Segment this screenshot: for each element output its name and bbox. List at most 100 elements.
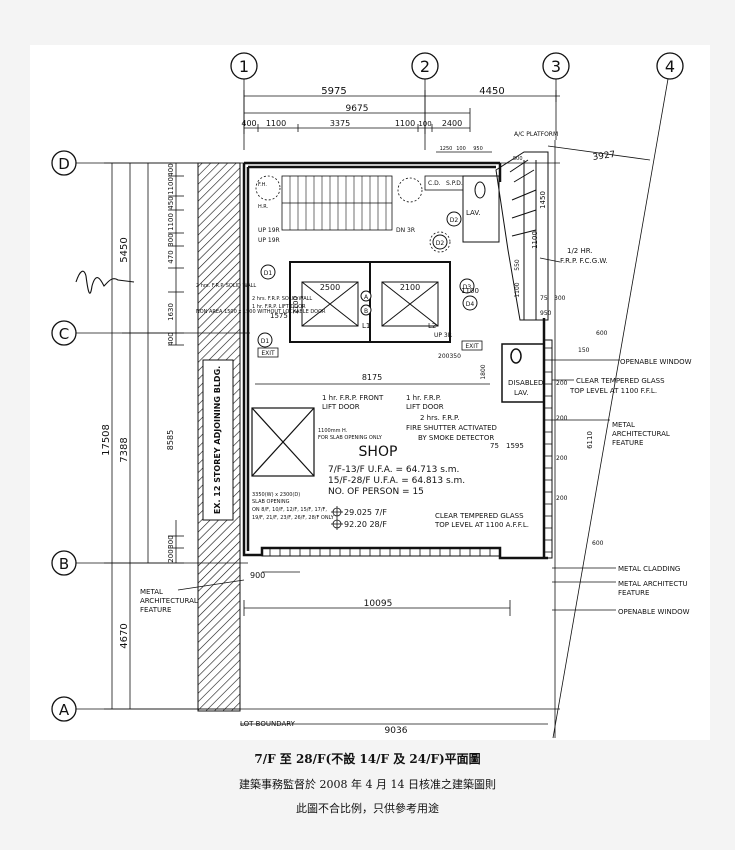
cd-label: C.D.: [428, 180, 441, 187]
approval-note: 建築事務監督於 2008 年 4 月 14 日核准之建築圖則: [239, 778, 496, 791]
slab-open-4: 19/F, 21/F, 23/F, 26/F, 28/F ONLY: [252, 515, 335, 521]
svg-text:D4: D4: [466, 301, 475, 308]
dim-8175: 8175: [362, 373, 382, 382]
svg-text:1: 1: [239, 57, 249, 76]
slab-open-2: SLAB OPENING: [252, 499, 290, 505]
clear-glass-1b: TOP LEVEL AT 1100 F.F.L.: [569, 387, 657, 395]
door-marker-d1a: D1: [260, 264, 276, 280]
dim-600-b: 600: [592, 540, 604, 547]
east-facade: [543, 339, 553, 559]
svg-text:EXIT: EXIT: [261, 350, 275, 357]
dim-left-400b: 400: [167, 332, 175, 345]
openable-window-2: OPENABLE WINDOW: [618, 608, 690, 616]
persons-line: NO. OF PERSON = 15: [328, 487, 424, 497]
lift-mark-b: B: [360, 304, 372, 316]
svg-text:D3: D3: [463, 284, 472, 291]
svg-text:3: 3: [551, 57, 561, 76]
lav-label: LAV.: [466, 209, 481, 217]
lift-door-note-b1: 1 hr. F.R.P.: [406, 394, 441, 402]
dim-1800: 1800: [480, 364, 487, 379]
dim-chain-100: 100: [418, 120, 431, 128]
dim-1595: 1595: [506, 442, 524, 450]
fire-shutter-note-1: 2 hrs. F.R.P.: [420, 414, 459, 422]
south-facade: [261, 547, 501, 557]
floor-plan: 1 2 3 4 D C B A: [30, 45, 710, 740]
disabled-lav-label-a: DISABLED: [508, 379, 543, 387]
lift-door-small-note: 1 hr. F.R.P. LIFT DOOR: [252, 304, 306, 310]
slab-open-3: ON 8/F, 10/F, 12/F, 15/F, 17/F,: [252, 507, 327, 513]
fire-equipment: [255, 175, 451, 253]
grid-bubble-4: 4: [656, 52, 684, 80]
fcgw-label-2: F.R.P. F.C.G.W.: [560, 257, 608, 265]
dim-600-a: 600: [596, 330, 608, 337]
dim-5450: 5450: [119, 237, 130, 262]
svg-text:D1: D1: [264, 270, 273, 277]
solid-wall-note-b: 2 hrs. F.R.P. SOLID WALL: [252, 296, 312, 302]
lavatory-room: [462, 175, 500, 243]
dim-900: 900: [250, 571, 265, 580]
lift-door-note-b2: LIFT DOOR: [406, 403, 444, 411]
lift-car-2: [381, 281, 439, 327]
dim-1575: 1575: [270, 312, 288, 320]
dim-left-1100b: 1100: [167, 213, 175, 231]
metal-cladding-label: METAL CLADDING: [618, 565, 680, 573]
fire-shutter-note-3: BY SMOKE DETECTOR: [418, 434, 494, 442]
spd-label: S.P.D.: [446, 180, 463, 187]
metal-arch-2b: FEATURE: [618, 589, 649, 597]
svg-text:B: B: [364, 308, 368, 315]
signature: [75, 270, 135, 294]
ac-platform: [495, 151, 549, 321]
dim-500: 500: [513, 156, 523, 162]
stair-dn-top: DN 3R: [396, 227, 415, 234]
shop-label: SHOP: [359, 444, 398, 460]
dim-2100-a: 2100: [400, 283, 420, 292]
lot-boundary-label: LOT BOUNDARY: [240, 720, 296, 728]
adjoining-building-label: EX. 12 STOREY ADJOINING BLDG.: [213, 366, 222, 514]
dim-chain-400: 400: [241, 119, 256, 128]
dim-left-300b: 300: [167, 535, 175, 548]
dim-chain-1100b: 1100: [395, 119, 415, 128]
dim-7388: 7388: [119, 437, 130, 462]
svg-text:2: 2: [420, 57, 430, 76]
fh-label: F.H.: [258, 182, 267, 188]
level-marker-2: [331, 518, 343, 530]
lift-car-1: [301, 281, 359, 327]
svg-text:D2: D2: [450, 217, 459, 224]
dim-1100-lift: 1100: [461, 287, 479, 295]
dim-75-b: 75: [490, 442, 499, 450]
lockable-door-note: NON AREA 1500 x 1500 WITHOUT LOCKABLE DO…: [196, 309, 326, 315]
dim-small-950: 950: [473, 146, 483, 152]
dim-9036: 9036: [385, 726, 408, 736]
dim-2100-b: 2100: [292, 296, 300, 314]
ufa-line-2: 15/F-28/F U.F.A. = 64.813 s.m.: [328, 476, 465, 486]
level-marker-1: [331, 506, 343, 518]
dim-left-470: 470: [167, 250, 175, 263]
metal-arch-left-b: ARCHITECTURAL: [140, 597, 198, 605]
metal-arch-left-c: FEATURE: [140, 606, 171, 614]
disabled-lav-label-b: LAV.: [514, 389, 529, 397]
metal-arch-1c: FEATURE: [612, 439, 643, 447]
fire-shutter-note-2: FIRE SHUTTER ACTIVATED: [406, 424, 497, 432]
svg-text:B: B: [59, 555, 69, 573]
level-2: 92.20 28/F: [344, 520, 387, 529]
stair-up-top: UP 19R: [258, 227, 280, 234]
dim-1100-bot: 1100: [514, 282, 521, 297]
svg-text:4: 4: [665, 57, 675, 76]
plan-background: [30, 45, 710, 740]
top-dimensions: [243, 90, 560, 153]
scale-disclaimer: 此圖不合比例，只供參考用途: [296, 802, 439, 815]
metal-arch-2a: METAL ARCHITECTU: [618, 580, 688, 588]
clear-glass-1a: CLEAR TEMPERED GLASS: [576, 377, 665, 385]
dim-2500: 2500: [320, 283, 340, 292]
dim-left-300: 300: [167, 233, 175, 246]
dim-1100-right: 1100: [531, 231, 539, 249]
svg-text:A: A: [59, 701, 70, 719]
stair-treads: [289, 176, 387, 230]
dim-10095: 10095: [364, 599, 393, 609]
door-marker-d3: D3: [459, 278, 475, 294]
door-marker-d1b: D1: [257, 332, 273, 348]
stair-up-left: UP 19R: [258, 237, 280, 244]
clear-glass-2b: TOP LEVEL AT 1100 A.F.F.L.: [434, 521, 529, 529]
solid-wall-note-a: 2 hrs. F.R.P. SOLID WALL: [196, 283, 256, 289]
dim-75: 75: [540, 295, 548, 302]
